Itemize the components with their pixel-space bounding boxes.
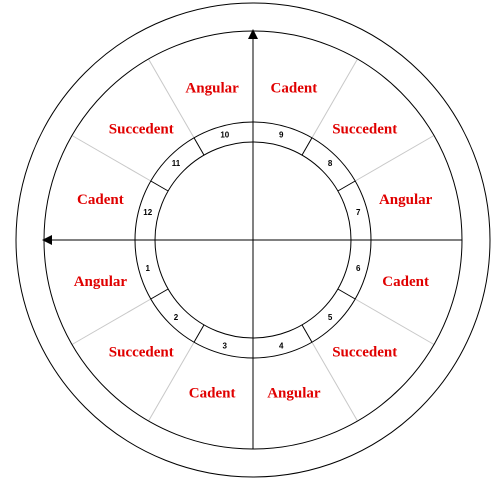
house-number: 10	[220, 131, 229, 140]
house-dividers	[71, 58, 435, 422]
house-divider-line	[148, 58, 195, 139]
house-number: 7	[356, 208, 361, 217]
house-type-label: Cadent	[77, 192, 124, 208]
house-type-label: Angular	[185, 80, 239, 96]
house-number-divider	[193, 324, 205, 343]
house-number-divider	[150, 180, 169, 192]
house-divider-line	[71, 298, 152, 345]
house-type-label: Cadent	[382, 274, 429, 290]
house-number: 5	[328, 313, 333, 322]
house-type-label: Succedent	[109, 345, 174, 361]
house-number: 4	[279, 341, 284, 350]
house-number: 9	[279, 131, 284, 140]
house-divider-line	[311, 341, 358, 422]
house-type-label: Cadent	[271, 80, 318, 96]
axes	[42, 29, 462, 449]
house-number-divider	[301, 137, 313, 156]
house-number: 11	[172, 159, 181, 168]
house-number: 1	[145, 264, 150, 273]
house-number-divider	[150, 288, 169, 300]
house-number: 12	[143, 208, 152, 217]
house-number: 8	[328, 159, 333, 168]
house-divider-line	[354, 298, 435, 345]
house-divider-line	[148, 341, 195, 422]
house-number-divider	[301, 324, 313, 343]
house-type-label: Succedent	[332, 345, 397, 361]
house-type-label: Angular	[267, 386, 321, 402]
house-type-label: Angular	[74, 274, 128, 290]
house-type-label: Succedent	[332, 121, 397, 137]
house-divider-line	[71, 135, 152, 182]
house-type-label: Angular	[379, 192, 433, 208]
outer-ring	[15, 2, 491, 478]
house-number-divider	[337, 288, 356, 300]
house-type-label: Succedent	[109, 121, 174, 137]
house-number: 3	[223, 341, 228, 350]
house-number: 6	[356, 264, 361, 273]
house-divider-line	[354, 135, 435, 182]
house-divider-line	[311, 58, 358, 139]
house-type-label: Cadent	[189, 386, 236, 402]
house-number-divider	[193, 137, 205, 156]
house-number-divider	[337, 180, 356, 192]
house-number: 2	[174, 313, 179, 322]
